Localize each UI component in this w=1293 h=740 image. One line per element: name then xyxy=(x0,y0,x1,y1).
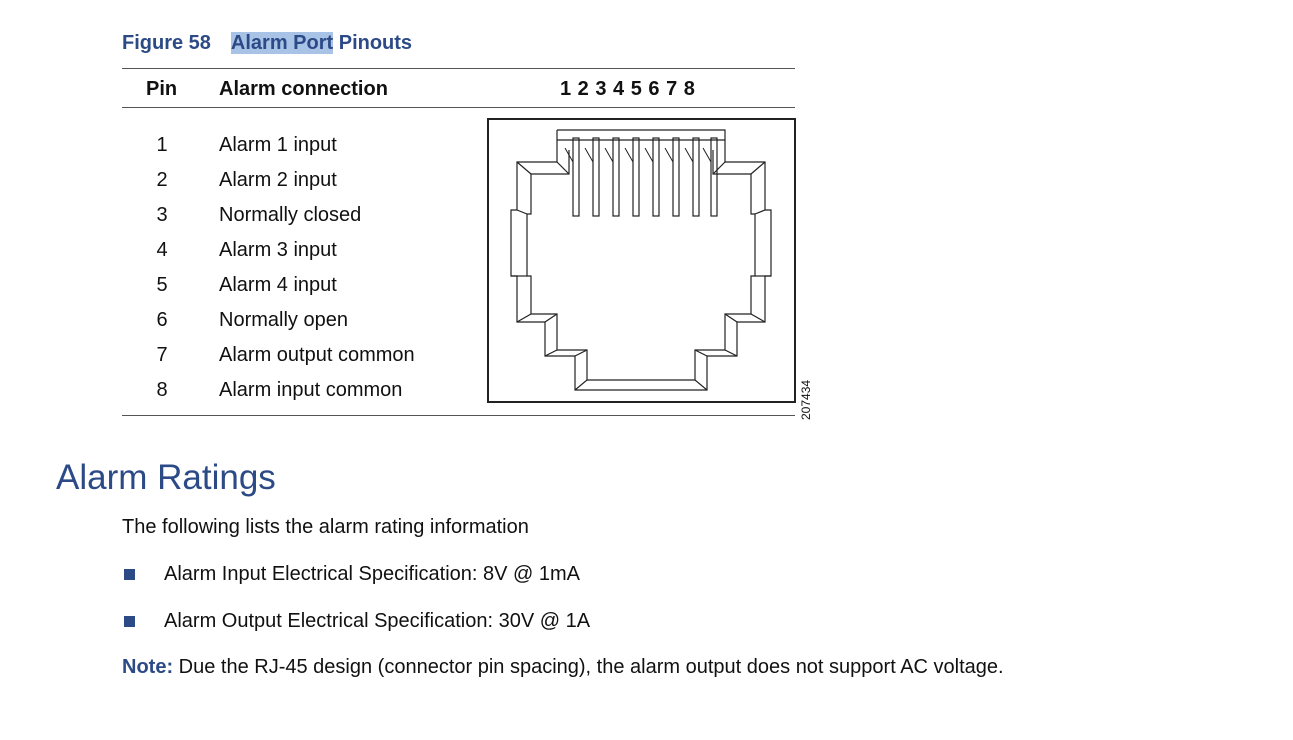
table-row-pin: 8 xyxy=(156,379,168,401)
table-row-connection: Alarm 3 input xyxy=(219,239,337,261)
table-row-connection: Alarm 1 input xyxy=(219,134,337,156)
table-row-connection: Alarm input common xyxy=(219,379,403,401)
table-row-pin: 6 xyxy=(156,309,168,331)
bullet-square-icon xyxy=(124,569,135,580)
table-row-pin: 3 xyxy=(156,204,168,226)
table-row-connection: Alarm output common xyxy=(219,344,415,366)
figure-caption: Figure 58 Alarm Port Pinouts xyxy=(122,32,412,55)
pin-contacts xyxy=(572,137,718,217)
table-row-connection: Alarm 4 input xyxy=(219,274,337,296)
section-title: Alarm Ratings xyxy=(56,458,276,497)
table-row-connection: Normally open xyxy=(219,309,348,331)
figure-title-rest: Pinouts xyxy=(333,32,413,54)
bullet-square-icon xyxy=(124,616,135,627)
bullet-item: Alarm Output Electrical Specification: 3… xyxy=(164,610,591,632)
rj45-connector-diagram xyxy=(487,118,796,403)
table-row-pin: 5 xyxy=(156,274,168,296)
section-intro: The following lists the alarm rating inf… xyxy=(122,516,529,538)
table-row-pin: 7 xyxy=(156,344,168,366)
table-row-pin: 1 xyxy=(156,134,168,156)
table-row-connection: Alarm 2 input xyxy=(219,169,337,191)
connector-outline xyxy=(510,129,772,391)
note: Note: Due the RJ-45 design (connector pi… xyxy=(122,656,1004,679)
header-pin: Pin xyxy=(146,78,178,100)
connector-inner-bevel xyxy=(526,150,756,381)
table-bottom-rule xyxy=(122,415,795,416)
table-top-rule xyxy=(122,68,795,69)
table-row-pin: 2 xyxy=(156,169,168,191)
table-row-pin: 4 xyxy=(156,239,168,261)
bullet-item: Alarm Input Electrical Specification: 8V… xyxy=(164,563,581,585)
figure-id-text: 207434 xyxy=(799,379,813,420)
note-text: Due the RJ-45 design (connector pin spac… xyxy=(173,656,1004,678)
note-label: Note: xyxy=(122,656,174,678)
header-pin-numbers: 1 2 3 4 5 6 7 8 xyxy=(560,78,696,100)
table-row-connection: Normally closed xyxy=(219,204,362,226)
header-connection: Alarm connection xyxy=(219,78,388,100)
figure-id: 207434 xyxy=(797,372,817,420)
figure-number: Figure 58 xyxy=(122,32,211,54)
figure-title-highlight: Alarm Port xyxy=(230,32,334,54)
table-header-rule xyxy=(122,107,795,108)
diagram-frame xyxy=(487,118,796,403)
